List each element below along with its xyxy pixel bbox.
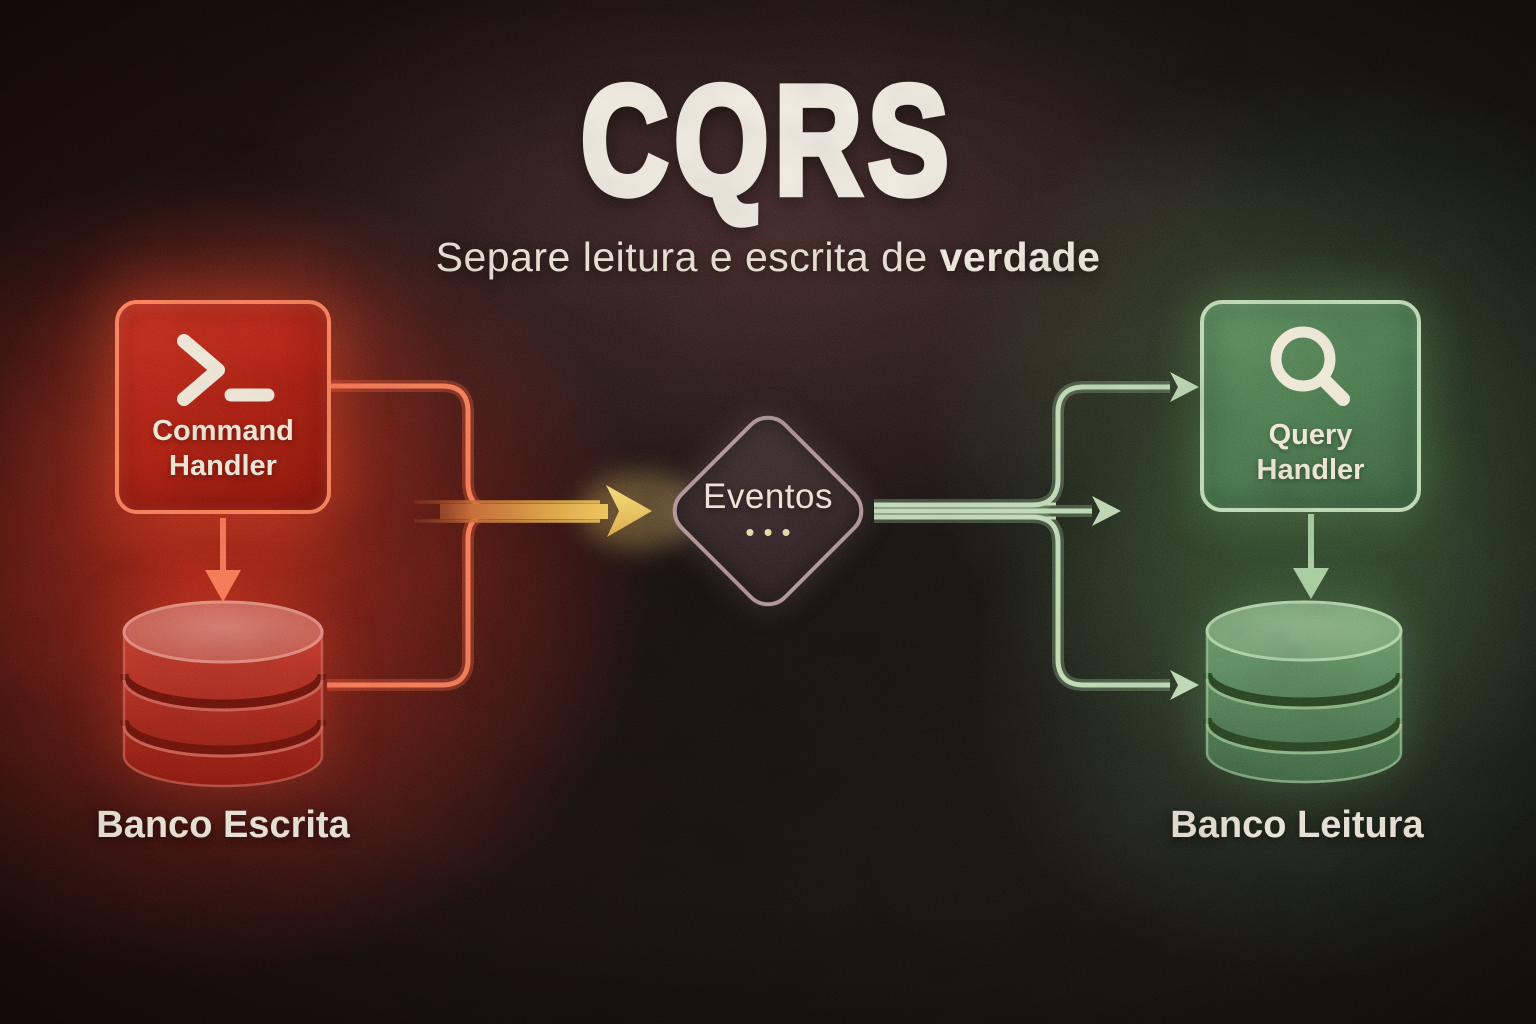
subtitle-emphasis: verdade: [939, 233, 1101, 280]
page-title: CQRS: [578, 53, 955, 228]
eventos-label: Eventos: [703, 477, 833, 516]
gold-event-arrow: [414, 473, 700, 549]
write-db-label: Banco Escrita: [96, 804, 350, 846]
command-to-writedb-arrow: [205, 518, 241, 602]
query-handler-node: Query Handler: [1200, 300, 1421, 512]
search-icon: [1259, 322, 1363, 418]
ellipsis-dots-icon: •••: [745, 517, 800, 547]
query-handler-label: Query Handler: [1256, 419, 1365, 487]
write-connectors: [327, 380, 492, 691]
subtitle: Separe leitura e escrita de verdade: [0, 234, 1536, 281]
eventos-node: Eventos •••: [661, 404, 875, 618]
query-to-readdb-arrow: [1293, 514, 1329, 599]
read-db-label: Banco Leitura: [1170, 804, 1424, 846]
command-handler-label: Command Handler: [152, 415, 294, 483]
terminal-icon: [168, 328, 278, 414]
read-database-cylinder: [1202, 598, 1406, 790]
subtitle-text: Separe leitura e escrita de: [435, 233, 928, 280]
read-connectors: [874, 372, 1199, 700]
write-database-cylinder: [119, 598, 327, 794]
diagram-header: CQRS Separe leitura e escrita de verdade: [0, 53, 1536, 281]
command-handler-node: Command Handler: [115, 300, 331, 514]
